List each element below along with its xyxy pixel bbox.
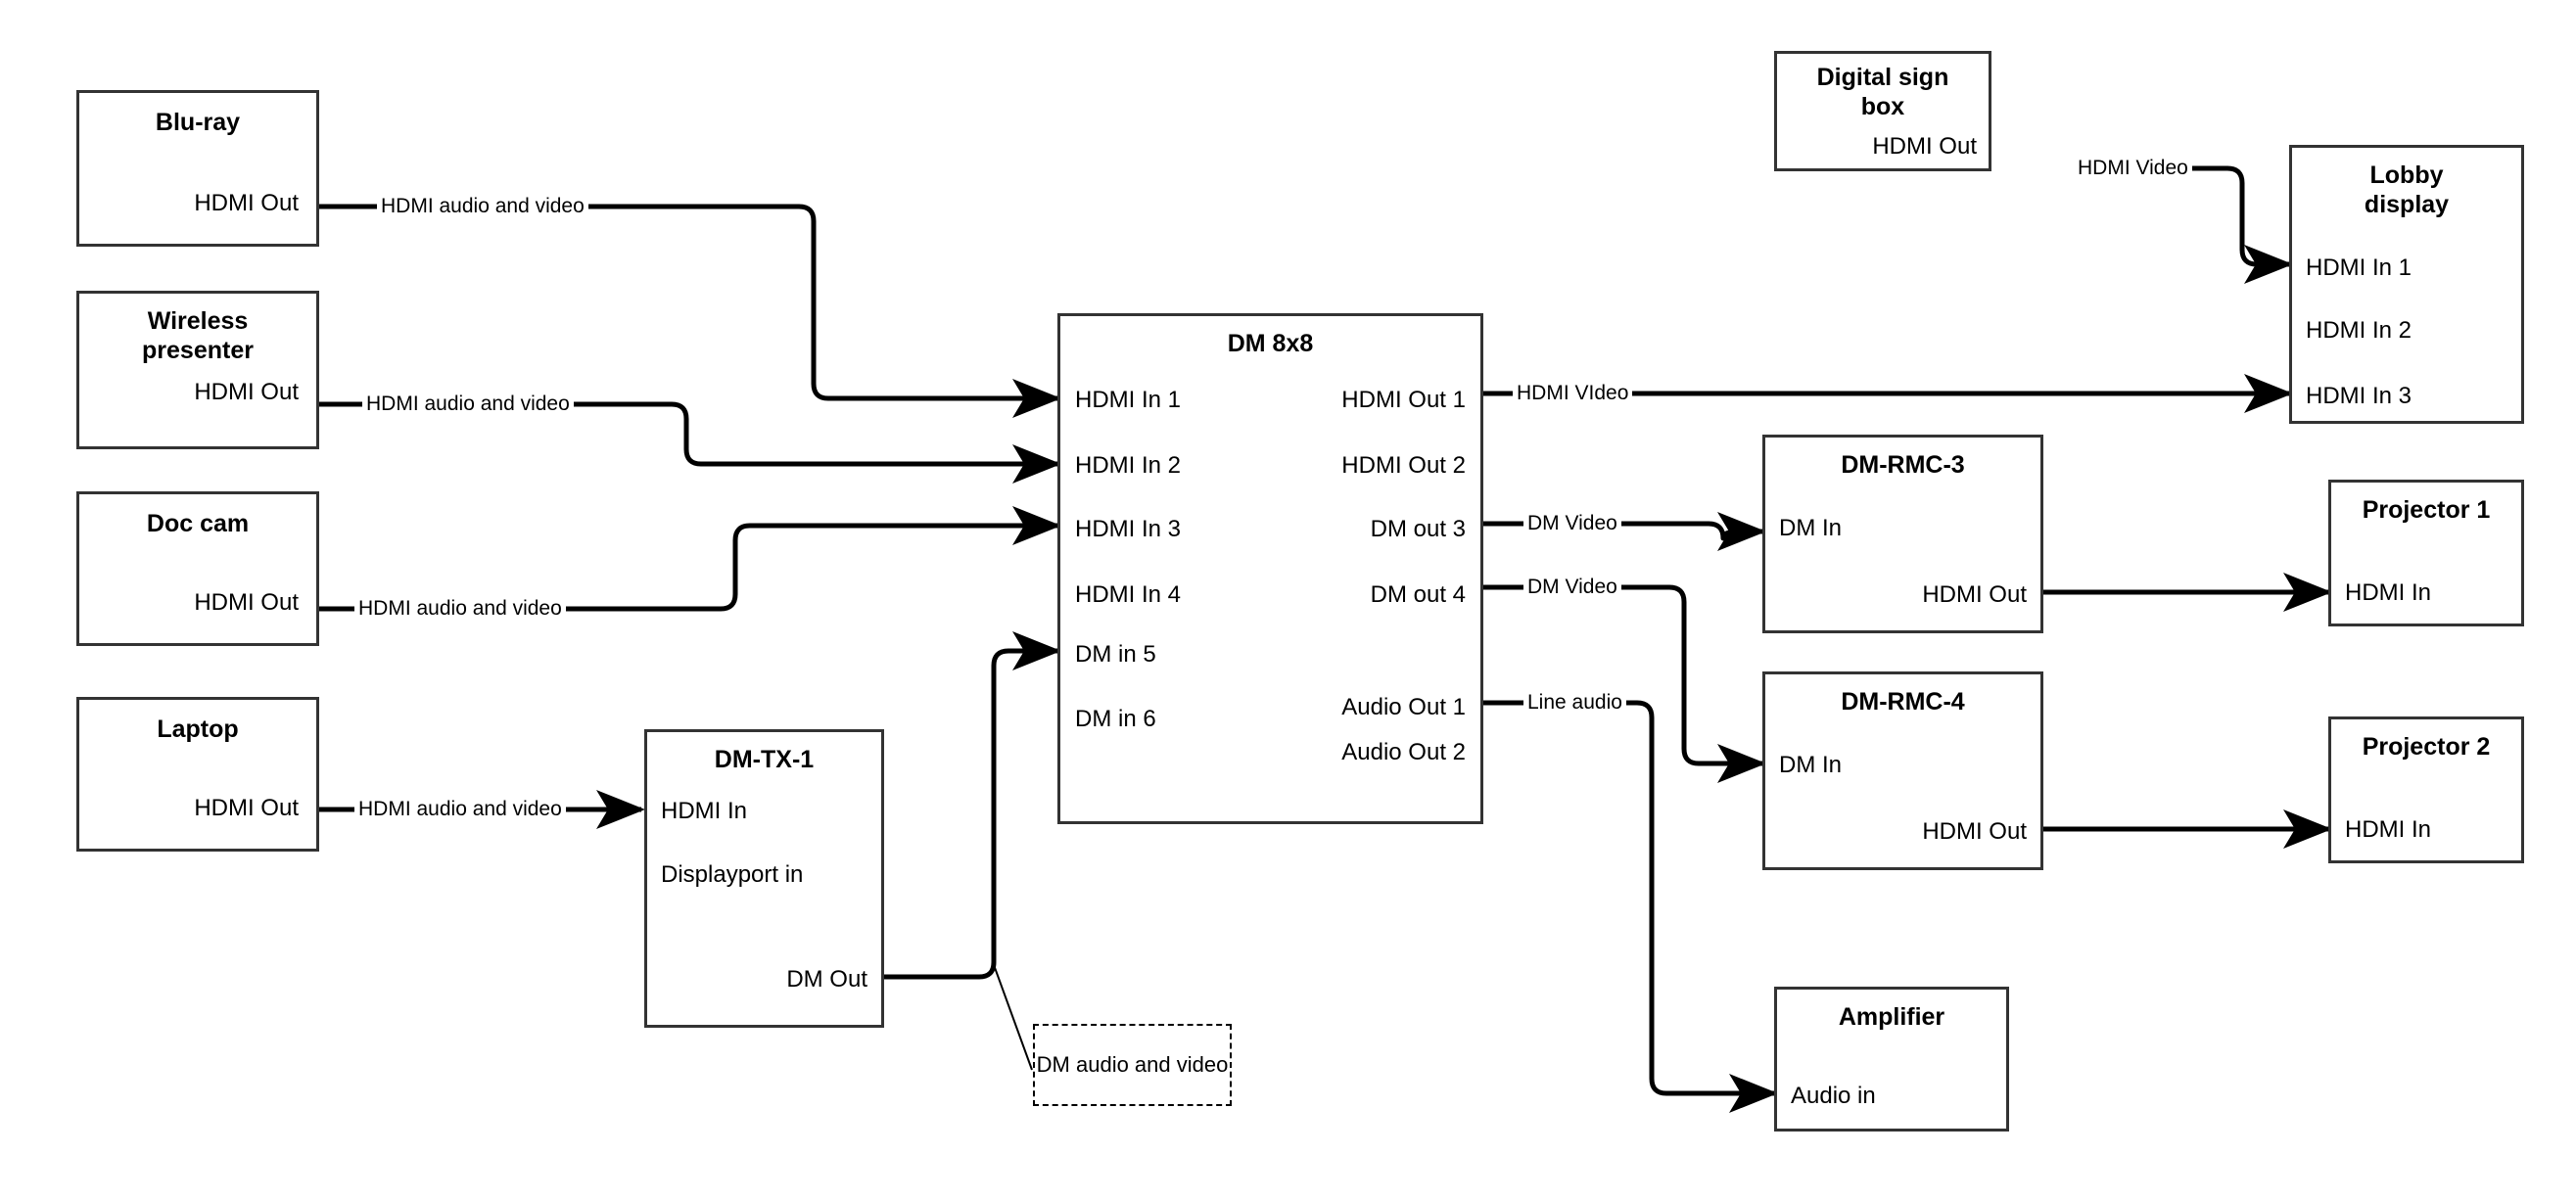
node-laptop[interactable]: Laptop HDMI Out [76, 697, 319, 852]
edge-label-dm8x8-to-dmrmc3: DM Video [1523, 512, 1621, 535]
node-bluray[interactable]: Blu-ray HDMI Out [76, 90, 319, 247]
node-dm-rmc-3[interactable]: DM-RMC-3 DM In HDMI Out [1762, 435, 2043, 633]
port-dm-rmc-3-dm-in: DM In [1779, 515, 1843, 541]
node-projector-2[interactable]: Projector 2 HDMI In [2328, 716, 2524, 863]
node-wireless-presenter[interactable]: Wireless presenter HDMI Out [76, 291, 319, 449]
node-title-dm-rmc-3: DM-RMC-3 [1841, 451, 1965, 479]
node-title-doc-cam: Doc cam [146, 510, 250, 537]
port-dm-8x8-dm-out-4: DM out 4 [1370, 581, 1466, 608]
wire-wireless-to-dm8x8 [319, 401, 1062, 484]
port-laptop-hdmi-out: HDMI Out [194, 795, 299, 821]
edge-label-sign-to-lobby-in1: HDMI Video [2074, 157, 2192, 180]
node-title-bluray: Blu-ray [155, 109, 241, 136]
edge-label-doccam-to-dm8x8: HDMI audio and video [354, 597, 566, 621]
port-dm-tx-1-hdmi-in: HDMI In [661, 798, 748, 824]
node-title-projector-2: Projector 2 [2362, 733, 2491, 761]
port-dm-8x8-audio-out-2: Audio Out 2 [1341, 739, 1466, 765]
wire-doccam-to-dm8x8 [319, 506, 1062, 612]
node-title-dm-tx-1: DM-TX-1 [714, 746, 815, 773]
callout-leader-line [992, 961, 1033, 1071]
node-digital-sign-box[interactable]: Digital sign box HDMI Out [1774, 51, 1991, 171]
port-dm-8x8-dm-out-3: DM out 3 [1370, 516, 1466, 542]
port-dm-8x8-hdmi-in-2: HDMI In 2 [1075, 452, 1182, 479]
wire-dm8x8-to-dmrmc3 [1483, 512, 1767, 551]
port-dm-8x8-audio-out-1: Audio Out 1 [1341, 694, 1466, 720]
wire-bluray-to-dm8x8 [319, 204, 1062, 418]
node-title-wireless-presenter: Wireless presenter [142, 307, 254, 364]
port-wireless-presenter-hdmi-out: HDMI Out [194, 379, 299, 405]
port-dm-rmc-4-hdmi-out: HDMI Out [1922, 818, 2027, 845]
port-dm-8x8-dm-in-5: DM in 5 [1075, 641, 1156, 668]
node-title-digital-sign-box: Digital sign box [1816, 64, 1949, 120]
port-projector-2-hdmi-in: HDMI In [2345, 816, 2432, 843]
wire-dm8x8-to-dmrmc4 [1483, 584, 1767, 783]
edge-label-wireless-to-dm8x8: HDMI audio and video [362, 393, 574, 416]
port-dm-8x8-hdmi-out-1: HDMI Out 1 [1341, 387, 1466, 413]
wire-dm8x8-to-amplifier [1483, 700, 1779, 1113]
wire-dmtx1-to-dm8x8 [882, 631, 1062, 980]
node-doc-cam[interactable]: Doc cam HDMI Out [76, 491, 319, 646]
edge-label-bluray-to-dm8x8: HDMI audio and video [377, 195, 588, 218]
node-projector-1[interactable]: Projector 1 HDMI In [2328, 480, 2524, 626]
port-doc-cam-hdmi-out: HDMI Out [194, 589, 299, 616]
node-title-dm-8x8: DM 8x8 [1227, 330, 1314, 357]
node-title-lobby-display: Lobby display [2364, 162, 2450, 218]
wire-sign-to-lobby-in1 [2187, 165, 2294, 284]
node-title-projector-1: Projector 1 [2362, 496, 2491, 524]
port-dm-tx-1-dm-out: DM Out [786, 966, 867, 993]
port-lobby-display-hdmi-in-1: HDMI In 1 [2306, 254, 2412, 281]
node-title-laptop: Laptop [157, 716, 239, 743]
node-title-amplifier: Amplifier [1838, 1003, 1945, 1031]
port-dm-rmc-4-dm-in: DM In [1779, 752, 1843, 778]
node-title-dm-rmc-4: DM-RMC-4 [1841, 688, 1965, 716]
port-dm-8x8-hdmi-in-4: HDMI In 4 [1075, 581, 1182, 608]
node-dm-8x8[interactable]: DM 8x8 HDMI In 1 HDMI In 2 HDMI In 3 HDM… [1057, 313, 1483, 824]
callout-dm-audio-and-video: DM audio and video [1033, 1024, 1232, 1106]
node-dm-rmc-4[interactable]: DM-RMC-4 DM In HDMI Out [1762, 671, 2043, 870]
port-dm-8x8-hdmi-in-3: HDMI In 3 [1075, 516, 1182, 542]
node-lobby-display[interactable]: Lobby display HDMI In 1 HDMI In 2 HDMI I… [2289, 145, 2524, 424]
edge-label-dm8x8-to-amplifier: Line audio [1523, 691, 1626, 715]
port-lobby-display-hdmi-in-2: HDMI In 2 [2306, 317, 2412, 344]
edge-label-dm8x8-to-lobby-in3: HDMI VIdeo [1513, 382, 1633, 405]
port-dm-8x8-hdmi-in-1: HDMI In 1 [1075, 387, 1182, 413]
port-lobby-display-hdmi-in-3: HDMI In 3 [2306, 383, 2412, 409]
port-dm-8x8-dm-in-6: DM in 6 [1075, 706, 1156, 732]
port-dm-rmc-3-hdmi-out: HDMI Out [1922, 581, 2027, 608]
port-digital-sign-box-hdmi-out: HDMI Out [1872, 133, 1977, 160]
port-bluray-hdmi-out: HDMI Out [194, 190, 299, 216]
edge-label-laptop-to-dmtx1: HDMI audio and video [354, 798, 566, 821]
port-dm-8x8-hdmi-out-2: HDMI Out 2 [1341, 452, 1466, 479]
node-dm-tx-1[interactable]: DM-TX-1 HDMI In Displayport in DM Out [644, 729, 884, 1028]
port-amplifier-audio-in: Audio in [1791, 1083, 1876, 1109]
port-dm-tx-1-displayport-in: Displayport in [661, 861, 804, 888]
edge-label-dm8x8-to-dmrmc4: DM Video [1523, 576, 1621, 599]
port-projector-1-hdmi-in: HDMI In [2345, 579, 2432, 606]
node-amplifier[interactable]: Amplifier Audio in [1774, 987, 2009, 1132]
